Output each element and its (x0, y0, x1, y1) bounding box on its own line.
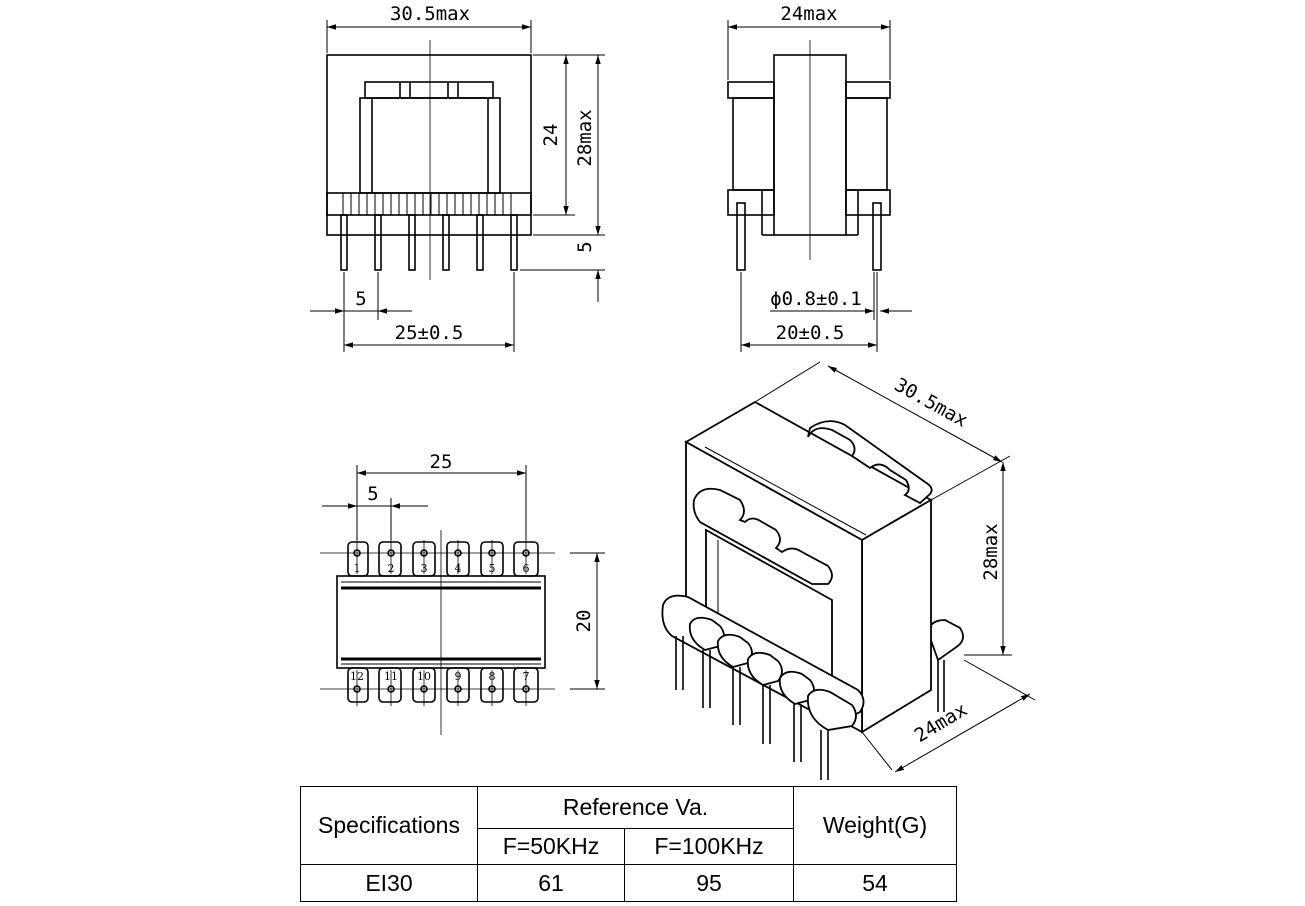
side-view: 24max ϕ0.8±0.1 20±0.5 (727, 3, 912, 352)
pin-7: 7 (523, 670, 530, 683)
pin-6: 6 (523, 562, 530, 575)
front-pin-length-label: 5 (574, 241, 596, 252)
pin-5: 5 (489, 562, 496, 575)
spec-header: Specifications (300, 786, 478, 865)
pin-10: 10 (417, 670, 431, 683)
isometric-view: 30.5max 28max 24max (661, 361, 1036, 780)
pin-11: 11 (384, 670, 398, 683)
f50-cell: 61 (477, 864, 625, 902)
bottom-row-gap-label: 20 (573, 610, 595, 633)
pin-12: 12 (350, 670, 364, 683)
weight-header: Weight(G) (793, 786, 958, 865)
side-width-label: 24max (780, 3, 837, 25)
reference-header: Reference Va. (476, 786, 795, 829)
front-width-label: 30.5max (390, 3, 470, 25)
f100-cell: 95 (623, 864, 795, 902)
pin-9: 9 (455, 670, 462, 683)
front-pitch-label: 5 (355, 288, 366, 310)
front-core-height-label: 24 (540, 124, 562, 147)
weight-cell: 54 (793, 864, 958, 902)
bottom-pitch-label: 5 (367, 483, 378, 505)
front-total-height-label: 28max (574, 109, 596, 166)
f50-header: F=50KHz (477, 828, 625, 865)
spec-table: Specifications Reference Va. Weight(G) F… (300, 786, 958, 902)
pin-8: 8 (489, 670, 496, 683)
pin-3: 3 (421, 562, 428, 575)
pin-1: 1 (354, 562, 361, 575)
pin-2: 2 (388, 562, 395, 575)
iso-height-label: 28max (980, 523, 1002, 580)
pin-4: 4 (455, 562, 462, 575)
side-pin-diameter-label: ϕ0.8±0.1 (770, 288, 862, 310)
front-view: 30.5max 24 28max 5 5 25±0.5 (310, 3, 605, 352)
f100-header: F=100KHz (623, 828, 795, 865)
bottom-view: 1 2 3 4 5 6 12 11 10 9 8 7 25 5 20 (320, 451, 605, 735)
side-pin-span-label: 20±0.5 (776, 322, 845, 344)
iso-depth-label: 24max (911, 699, 971, 747)
bottom-span-label: 25 (430, 451, 453, 473)
spec-cell: EI30 (300, 864, 478, 902)
front-span-label: 25±0.5 (395, 322, 464, 344)
